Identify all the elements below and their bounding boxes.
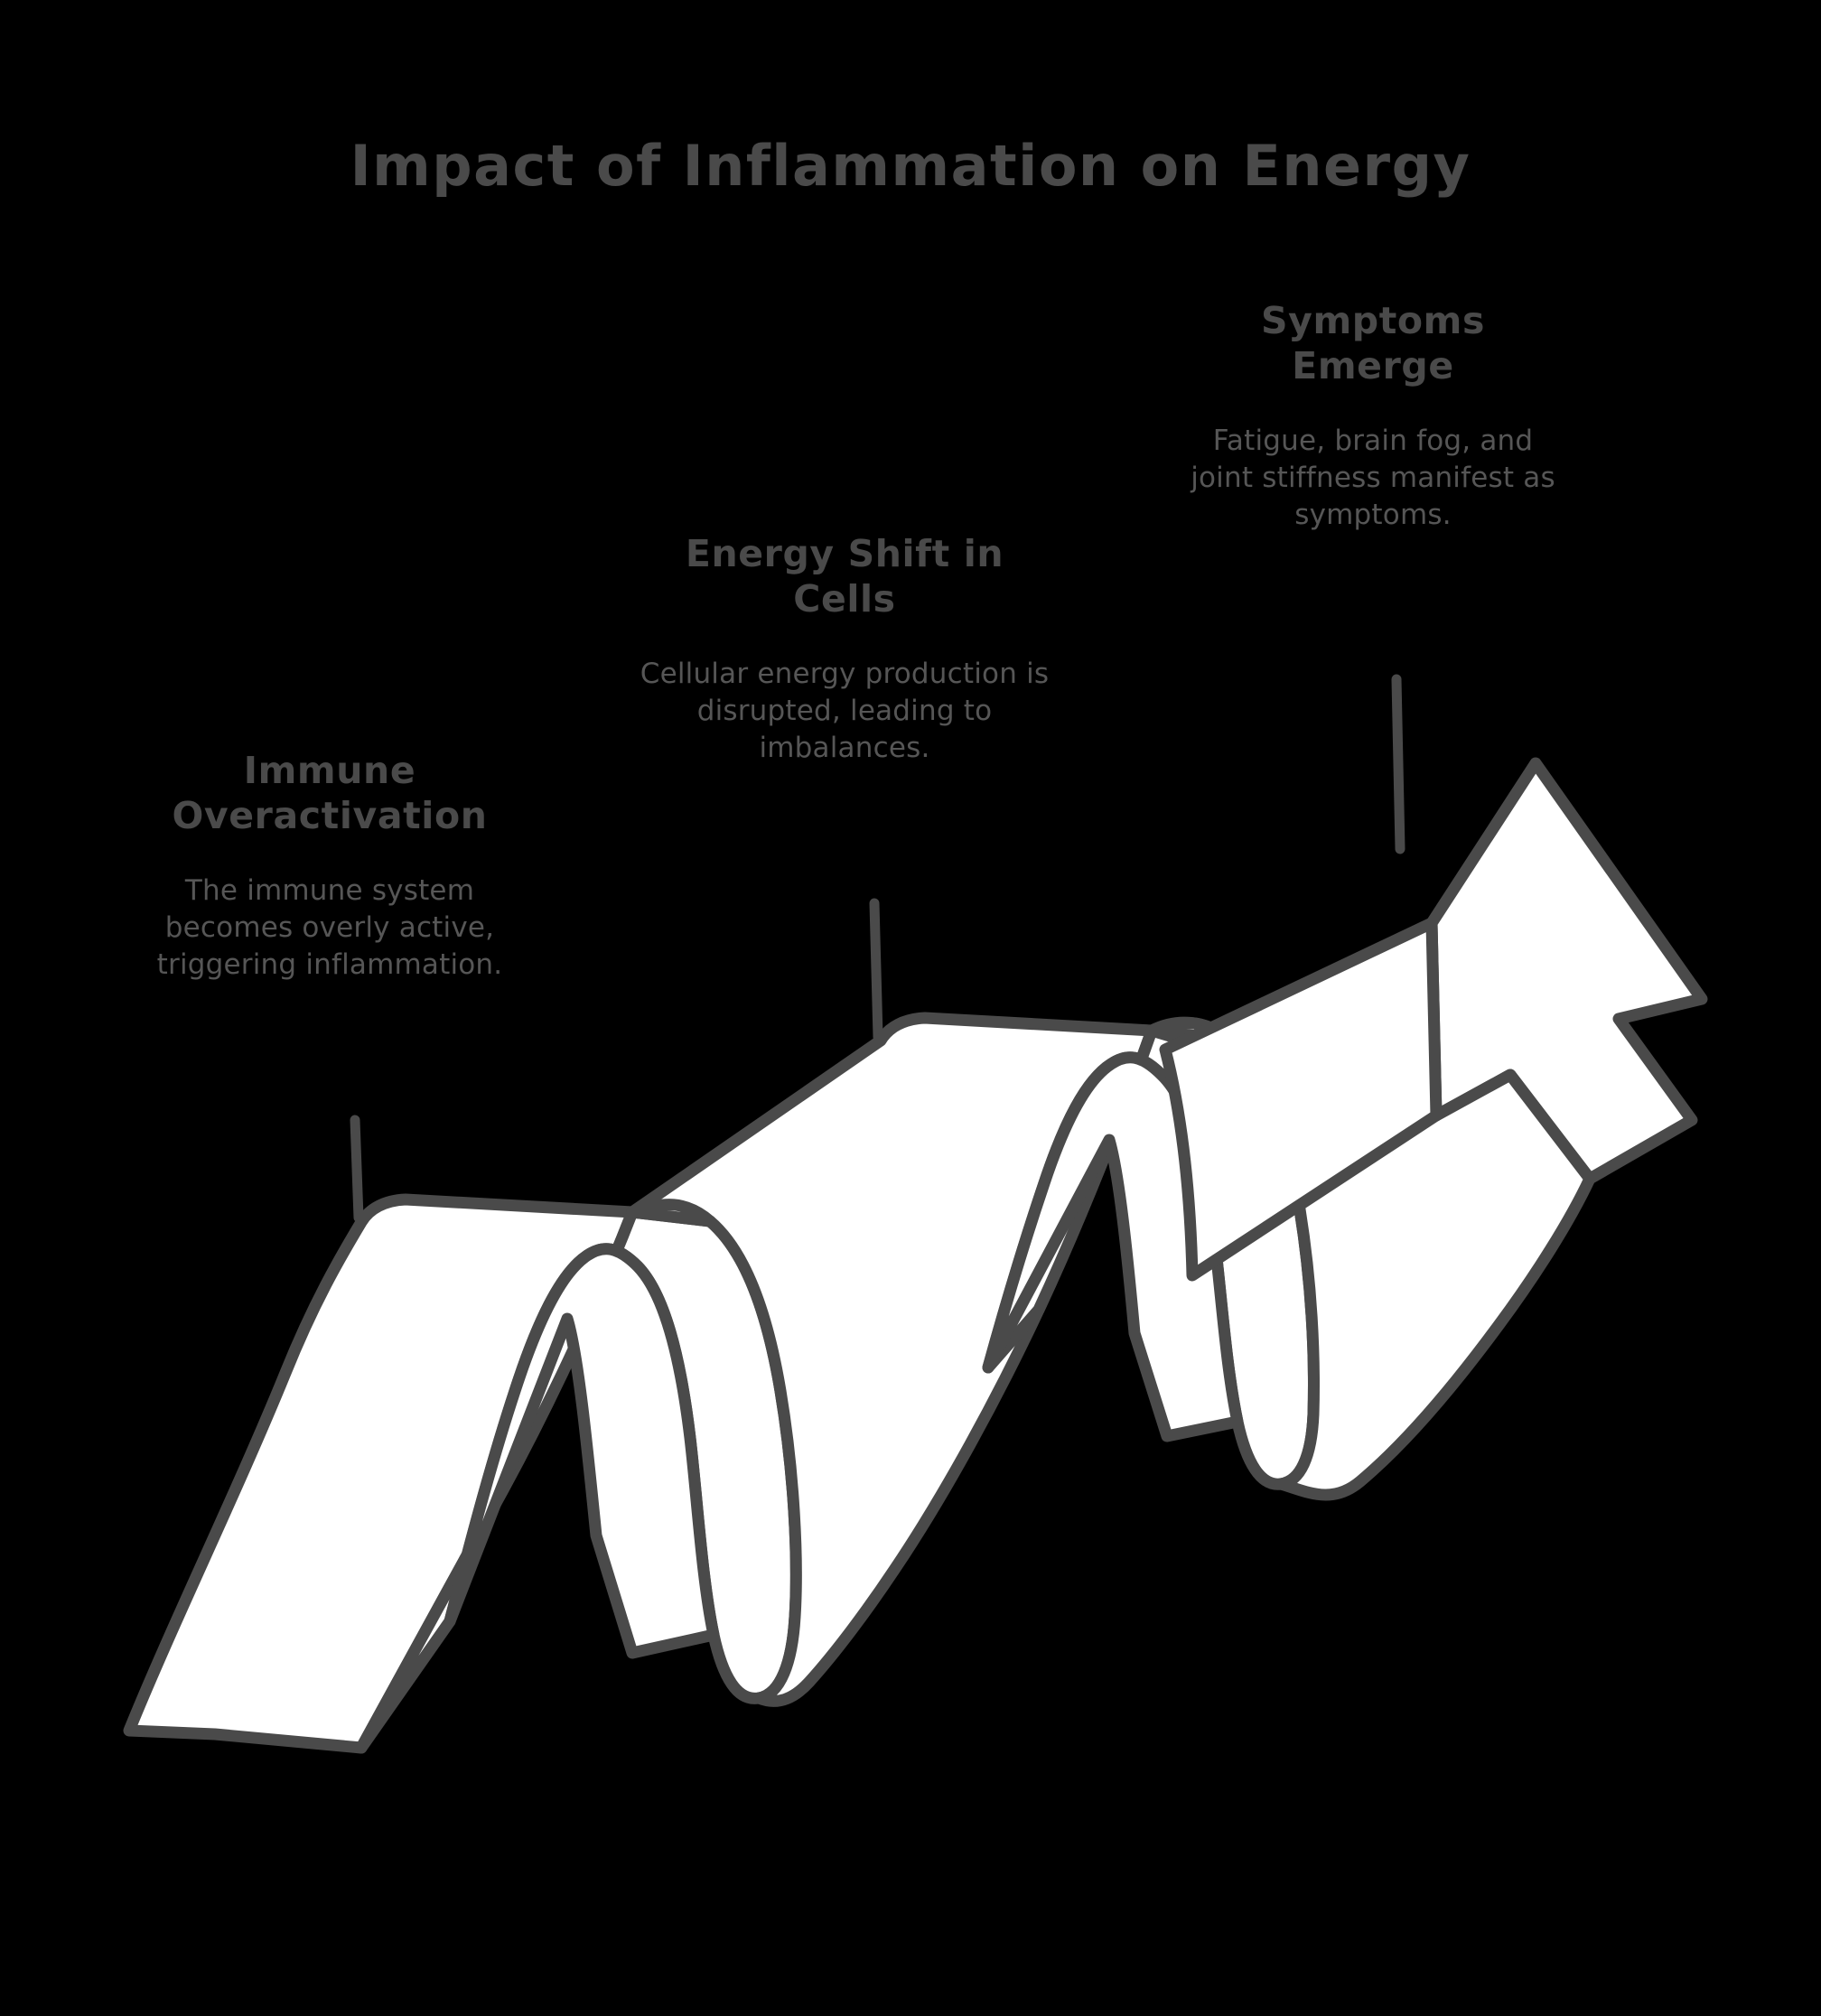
step-2-spacer xyxy=(632,621,1057,656)
connector-line-2 xyxy=(869,898,883,1042)
ribbon-underflap xyxy=(1159,917,1443,1282)
connector-line-3 xyxy=(1391,674,1405,854)
step-block-3: Symptoms Emerge Fatigue, brain fog, and … xyxy=(1183,298,1563,534)
step-2-heading: Energy Shift in Cells xyxy=(685,532,1004,621)
ribbon-fold-2-inner xyxy=(982,1051,1244,1442)
step-3-spacer xyxy=(1183,388,1563,423)
ribbon-segment-3 xyxy=(1145,1024,1596,1501)
step-block-2: Energy Shift in Cells Cellular energy pr… xyxy=(632,531,1057,767)
step-1-spacer xyxy=(117,838,542,873)
step-3-heading: Symptoms Emerge xyxy=(1260,299,1486,388)
step-3-body: Fatigue, brain fog, and joint stiffness … xyxy=(1191,425,1555,531)
step-1-body: The immune system becomes overly active,… xyxy=(156,874,503,981)
page-title: Impact of Inflammation on Energy xyxy=(350,133,1471,199)
step-block-1: Immune Overactivation The immune system … xyxy=(117,748,542,984)
ribbon-segment-1 xyxy=(123,1193,639,1754)
ribbon-fold-1 xyxy=(355,1198,802,1754)
step-1-heading: Immune Overactivation xyxy=(172,749,488,838)
arrow-head xyxy=(1425,757,1708,1185)
connector-line-1 xyxy=(350,1115,364,1223)
ribbon-segment-2 xyxy=(626,1012,1158,1707)
step-2-body: Cellular energy production is disrupted,… xyxy=(640,658,1050,764)
ribbon-segment-3-backflap xyxy=(1145,1017,1236,1046)
ribbon-fold-2 xyxy=(982,1016,1320,1490)
ribbon-segment-2-edge xyxy=(626,1199,716,1227)
ribbon-fold-1-inner xyxy=(444,1243,720,1659)
